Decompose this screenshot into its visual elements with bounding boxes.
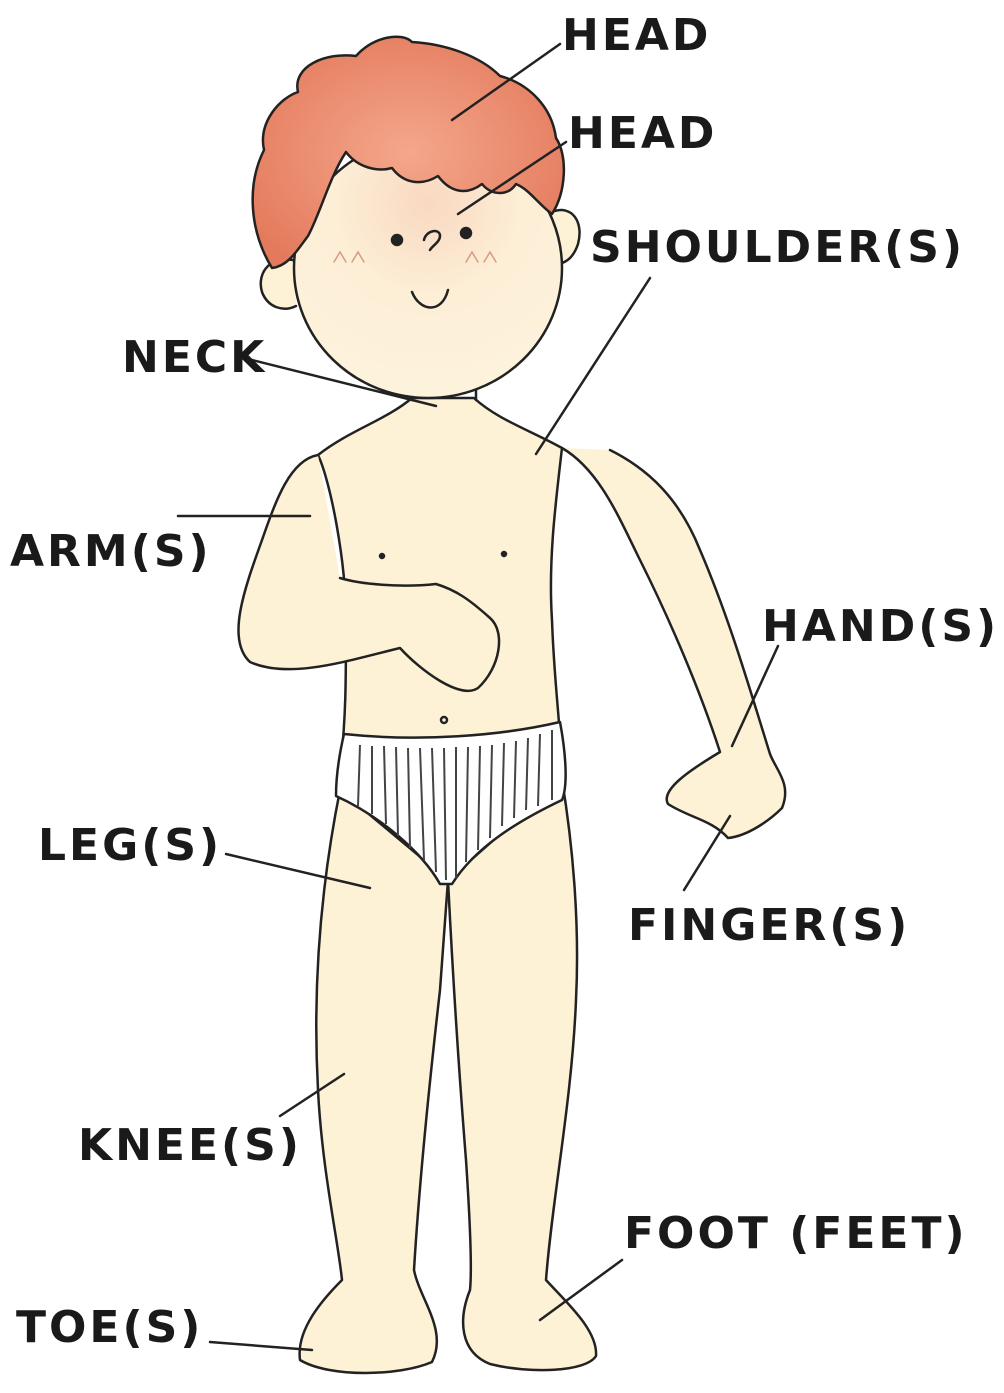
eye-right bbox=[461, 228, 471, 238]
eye-left bbox=[392, 235, 402, 245]
nipple-right bbox=[502, 552, 506, 556]
label-head-face: HEAD bbox=[568, 112, 717, 156]
label-legs: LEG(S) bbox=[38, 824, 222, 868]
label-head-top: HEAD bbox=[562, 14, 711, 58]
right-leg bbox=[448, 780, 596, 1370]
right-arm bbox=[562, 448, 785, 838]
leader-toes bbox=[210, 1342, 312, 1350]
label-shoulders: SHOULDER(S) bbox=[590, 226, 965, 270]
label-neck: NECK bbox=[122, 336, 267, 380]
nipple-left bbox=[380, 554, 384, 558]
label-foot: FOOT (FEET) bbox=[624, 1212, 968, 1256]
label-arms: ARM(S) bbox=[10, 530, 212, 574]
label-toes: TOE(S) bbox=[16, 1306, 203, 1350]
label-knees: KNEE(S) bbox=[78, 1124, 302, 1168]
label-hands: HAND(S) bbox=[762, 605, 999, 649]
leader-fingers bbox=[684, 816, 730, 890]
label-fingers: FINGER(S) bbox=[628, 904, 910, 948]
